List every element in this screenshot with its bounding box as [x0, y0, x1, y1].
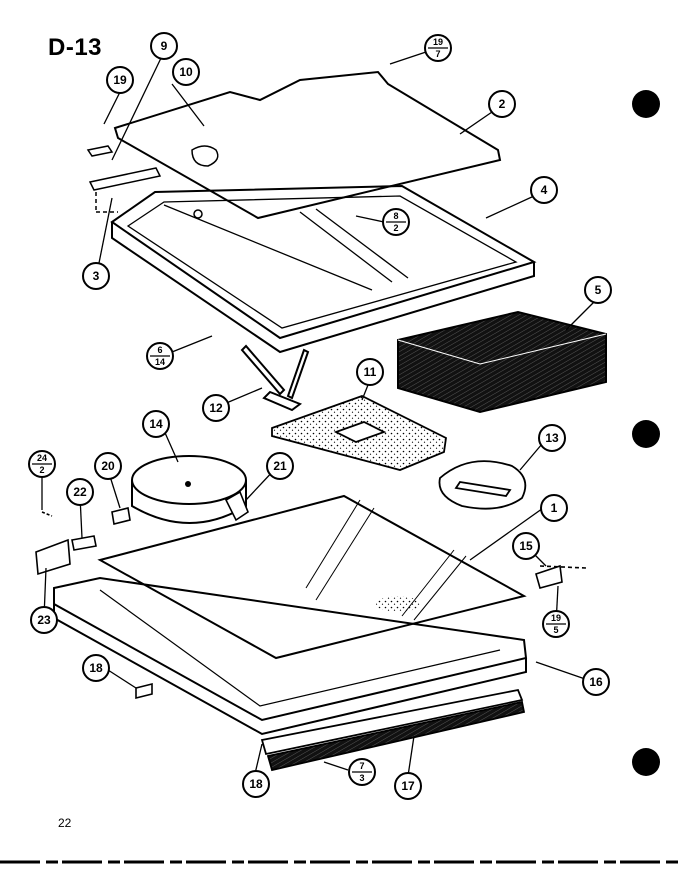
svg-text:7: 7 — [435, 49, 440, 59]
part-13-round-plate — [438, 460, 527, 510]
svg-text:4: 4 — [541, 183, 548, 197]
svg-text:24: 24 — [37, 453, 47, 463]
svg-text:22: 22 — [73, 485, 87, 499]
svg-text:18: 18 — [89, 661, 103, 675]
svg-text:2: 2 — [393, 223, 398, 233]
svg-text:13: 13 — [545, 431, 559, 445]
part-4-frame-tray — [110, 184, 537, 354]
callout-16: 16 — [582, 668, 610, 696]
callout-20: 20 — [94, 452, 122, 480]
svg-text:17: 17 — [401, 779, 415, 793]
svg-text:5: 5 — [595, 283, 602, 297]
svg-text:2: 2 — [39, 465, 44, 475]
svg-text:3: 3 — [359, 773, 364, 783]
callout-2: 2 — [488, 90, 516, 118]
svg-text:20: 20 — [101, 459, 115, 473]
svg-text:15: 15 — [519, 539, 533, 553]
svg-text:16: 16 — [589, 675, 603, 689]
svg-text:6: 6 — [157, 345, 162, 355]
fraction-callout-19-5: 19 5 — [542, 610, 570, 638]
page-number: 22 — [58, 816, 72, 830]
callout-4: 4 — [530, 176, 558, 204]
binder-hole-bottom — [632, 748, 660, 776]
svg-text:10: 10 — [179, 65, 193, 79]
svg-text:7: 7 — [359, 761, 364, 771]
callout-22: 22 — [66, 478, 94, 506]
part-2-top-cover — [113, 70, 502, 220]
fraction-callout-24-2: 24 2 — [28, 450, 56, 478]
svg-text:5: 5 — [553, 625, 558, 635]
svg-text:23: 23 — [37, 613, 51, 627]
part-11-mesh-sheet — [271, 395, 447, 471]
svg-text:8: 8 — [393, 211, 398, 221]
binder-hole-top — [632, 90, 660, 118]
part-5-filter-block — [397, 310, 607, 414]
fraction-callout-6-14: 6 14 — [146, 342, 174, 370]
callout-18-bottom: 18 — [242, 770, 270, 798]
svg-text:12: 12 — [209, 401, 223, 415]
small-parts-left — [35, 490, 587, 700]
part-12-handle — [240, 344, 310, 412]
binder-hole-middle — [632, 420, 660, 448]
svg-text:14: 14 — [149, 417, 163, 431]
page-title: D-13 — [48, 34, 103, 61]
callout-17: 17 — [394, 772, 422, 800]
svg-text:19: 19 — [551, 613, 561, 623]
hinge-brackets — [86, 145, 162, 213]
fraction-callout-8-2: 8 2 — [382, 208, 410, 236]
part-14-fan-housing — [131, 455, 247, 524]
svg-text:14: 14 — [155, 357, 165, 367]
callout-1: 1 — [540, 494, 568, 522]
fraction-callout-19-7: 19 7 — [424, 34, 452, 62]
svg-text:2: 2 — [499, 97, 506, 111]
svg-text:18: 18 — [249, 777, 263, 791]
callout-19: 19 — [106, 66, 134, 94]
svg-text:21: 21 — [273, 459, 287, 473]
callout-13: 13 — [538, 424, 566, 452]
cover-thumb-hole — [191, 145, 219, 167]
svg-text:9: 9 — [161, 39, 168, 53]
svg-text:1: 1 — [551, 501, 558, 515]
callout-3: 3 — [82, 262, 110, 290]
svg-text:3: 3 — [93, 269, 100, 283]
svg-text:11: 11 — [364, 365, 377, 379]
callout-11: 11 — [356, 358, 384, 386]
part-17-front-grille — [260, 688, 526, 772]
svg-text:19: 19 — [113, 73, 127, 87]
glass-smudge — [376, 596, 420, 612]
leader-lines — [41, 51, 597, 779]
callout-21: 21 — [266, 452, 294, 480]
callout-18-left: 18 — [82, 654, 110, 682]
svg-text:19: 19 — [433, 37, 443, 47]
tray-hole — [193, 209, 203, 219]
callout-10: 10 — [172, 58, 200, 86]
callout-5: 5 — [584, 276, 612, 304]
fan-hub — [185, 481, 191, 487]
callout-15: 15 — [512, 532, 540, 560]
callout-9: 9 — [150, 32, 178, 60]
callout-12: 12 — [202, 394, 230, 422]
fraction-callout-7-3: 7 3 — [348, 758, 376, 786]
callout-14: 14 — [142, 410, 170, 438]
callout-23: 23 — [30, 606, 58, 634]
